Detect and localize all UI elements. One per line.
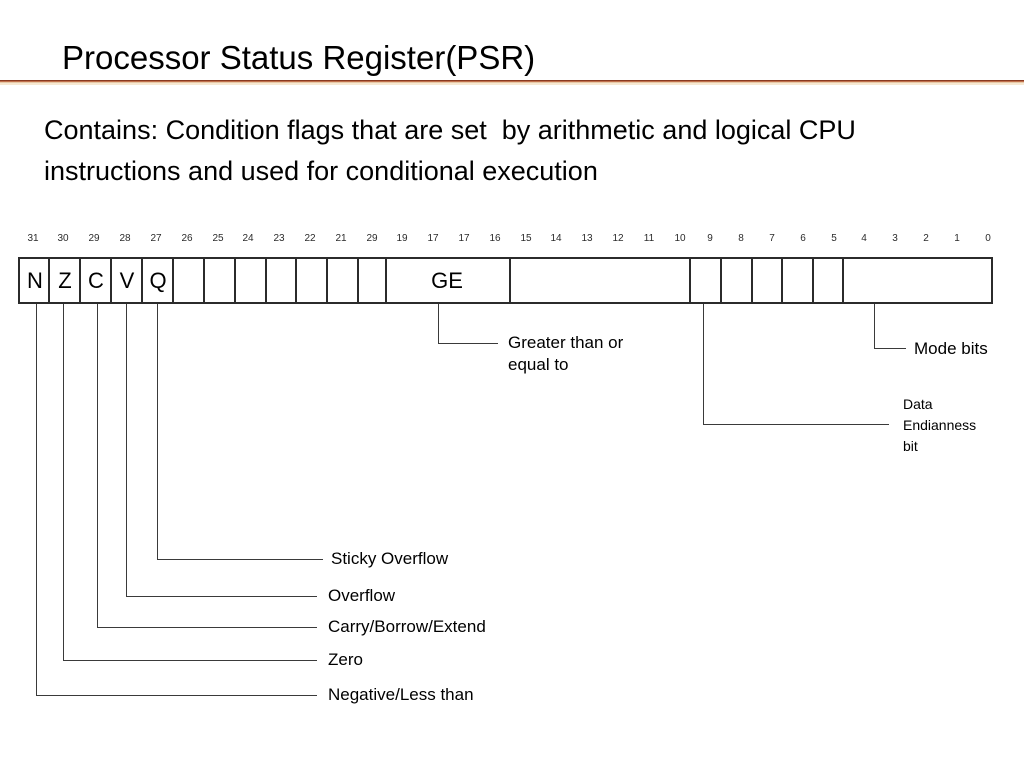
register-field-n: N: [27, 268, 43, 293]
bit-label-31: 31: [27, 233, 39, 244]
leader-line-carry-horizontal: [97, 627, 317, 628]
cell-divider-mode-start: [842, 259, 844, 302]
page-title: Processor Status Register(PSR): [62, 39, 536, 76]
bit-label-17: 17: [458, 233, 470, 244]
leader-line-negative-vertical: [36, 304, 37, 695]
cell-divider-ge-end: [509, 259, 511, 302]
cell-divider: [48, 259, 50, 302]
register-field-ge: GE: [431, 268, 463, 293]
cell-divider: [110, 259, 112, 302]
cell-divider: [720, 259, 722, 302]
bit-label-18: 17: [427, 233, 439, 244]
cell-divider: [203, 259, 205, 302]
bit-label-26: 26: [181, 233, 193, 244]
bit-label-3: 3: [892, 233, 898, 244]
bit-label-1: 1: [954, 233, 960, 244]
leader-line-sticky-overflow-vertical: [157, 304, 158, 560]
leader-line-endianness-horizontal: [703, 424, 889, 425]
leader-line-zero-horizontal: [63, 660, 317, 661]
callout-greater-than-or-equal: Greater than or equal to: [508, 333, 624, 374]
cell-divider: [234, 259, 236, 302]
bit-label-19: 19: [396, 233, 408, 244]
callout-overflow: Overflow: [328, 586, 396, 605]
callout-sticky-overflow: Sticky Overflow: [331, 549, 449, 568]
leader-line-zero-vertical: [63, 304, 64, 661]
register-field-v: V: [119, 268, 135, 293]
bit-label-4: 4: [861, 233, 867, 244]
cell-divider: [385, 259, 387, 302]
cell-divider: [141, 259, 143, 302]
cell-divider: [326, 259, 328, 302]
callout-carry-borrow-extend: Carry/Borrow/Extend: [328, 617, 486, 636]
bit-label-20: 29: [366, 233, 378, 244]
bit-label-30: 30: [57, 233, 69, 244]
leader-line-endianness-vertical: [703, 304, 704, 425]
bit-number-ruler: 31 30 29 28 27 26 25 24 23 22 21 29 19 1…: [18, 233, 993, 249]
register-field-c: C: [88, 268, 104, 293]
cell-divider: [781, 259, 783, 302]
bit-label-6: 6: [800, 233, 806, 244]
bit-label-12: 12: [612, 233, 624, 244]
bit-label-9: 9: [707, 233, 713, 244]
cell-divider: [265, 259, 267, 302]
cell-divider: [79, 259, 81, 302]
bit-label-23: 23: [273, 233, 285, 244]
callout-data-endianness-bit: Data Endianness bit: [903, 396, 977, 454]
bit-label-2: 2: [923, 233, 929, 244]
leader-line-overflow-horizontal: [126, 596, 317, 597]
body-paragraph: Contains: Condition flags that are set b…: [44, 115, 864, 186]
bit-label-25: 25: [212, 233, 224, 244]
leader-line-ge-vertical: [438, 304, 439, 344]
bit-label-16: 16: [489, 233, 501, 244]
leader-line-sticky-overflow-horizontal: [157, 559, 323, 560]
bit-label-10: 10: [674, 233, 686, 244]
callout-mode-bits: Mode bits: [914, 339, 988, 358]
bit-label-28: 28: [119, 233, 131, 244]
cell-divider: [357, 259, 359, 302]
cell-divider: [812, 259, 814, 302]
bit-label-5: 5: [831, 233, 837, 244]
cell-divider: [689, 259, 691, 302]
callout-negative-less-than: Negative/Less than: [328, 685, 474, 704]
bit-label-8: 8: [738, 233, 744, 244]
psr-register-box: N Z C V Q GE: [18, 257, 993, 304]
leader-line-mode-horizontal: [874, 348, 906, 349]
leader-line-carry-vertical: [97, 304, 98, 628]
bit-label-14: 14: [550, 233, 562, 244]
leader-line-mode-vertical: [874, 304, 875, 349]
leader-line-negative-horizontal: [36, 695, 317, 696]
bit-label-27: 27: [150, 233, 162, 244]
callout-zero: Zero: [328, 650, 363, 669]
bit-label-7: 7: [769, 233, 775, 244]
bit-label-22: 22: [304, 233, 316, 244]
cell-divider: [172, 259, 174, 302]
leader-line-overflow-vertical: [126, 304, 127, 597]
bit-label-24: 24: [242, 233, 254, 244]
title-divider: [0, 80, 1024, 85]
bit-label-21: 21: [335, 233, 347, 244]
register-field-q: Q: [149, 268, 167, 293]
leader-line-ge-horizontal: [438, 343, 498, 344]
bit-label-15: 15: [520, 233, 532, 244]
cell-divider: [295, 259, 297, 302]
register-field-z: Z: [58, 268, 72, 293]
bit-label-13: 13: [581, 233, 593, 244]
bit-label-0: 0: [985, 233, 991, 244]
bit-label-11: 11: [643, 233, 655, 244]
cell-divider: [751, 259, 753, 302]
bit-label-29: 29: [88, 233, 100, 244]
